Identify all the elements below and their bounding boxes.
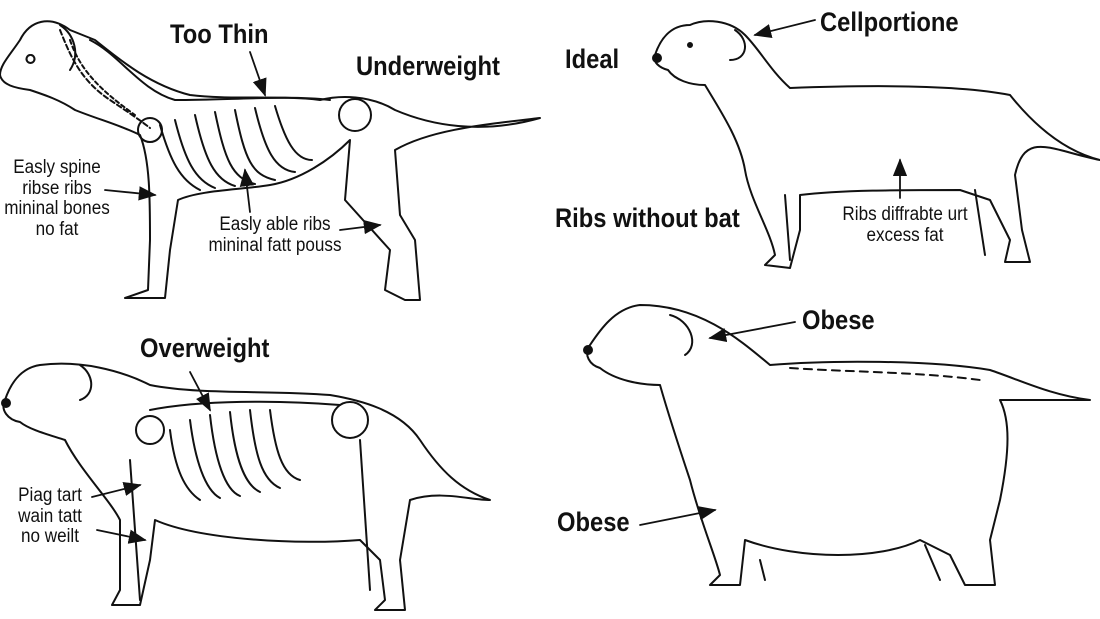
note-line: no weilt xyxy=(21,526,79,548)
obese-title: Obese xyxy=(802,305,875,335)
note-line: mininal fatt pouss xyxy=(208,234,342,256)
ideal-note: Ribs diffrabte urt excess fat xyxy=(824,204,986,246)
too-thin-title: Too Thin xyxy=(170,19,269,49)
ideal-pointer-label: Cellportione xyxy=(820,7,959,37)
underweight-center-note: Easly able ribs mininal fatt pouss xyxy=(190,214,361,256)
note-line: wain tatt xyxy=(18,505,82,527)
ideal-subtitle: Ribs without bat xyxy=(555,203,740,233)
note-line: ribse ribs xyxy=(22,177,92,199)
note-line: Easly able ribs xyxy=(219,214,331,235)
overweight-title: Overweight xyxy=(140,333,270,363)
note-line: Ribs diffrabte urt xyxy=(842,204,968,225)
obese-side-label: Obese xyxy=(557,507,630,537)
underweight-dog-illustration xyxy=(0,20,541,301)
obese-dog-illustration xyxy=(583,304,1091,586)
underweight-title: Underweight xyxy=(356,51,500,81)
ideal-dog-illustration xyxy=(652,20,1100,269)
underweight-left-note: Easly spine ribse ribs mininal bones no … xyxy=(0,157,134,240)
annotation-arrows xyxy=(91,19,908,544)
note-line: no fat xyxy=(35,218,79,240)
note-line: excess fat xyxy=(866,224,944,246)
ideal-title: Ideal xyxy=(565,44,620,74)
note-line: mininal bones xyxy=(4,198,110,220)
note-line: Piag tart xyxy=(18,485,82,506)
note-line: Easly spine xyxy=(13,157,101,178)
overweight-note: Piag tart wain tatt no weilt xyxy=(10,485,91,548)
